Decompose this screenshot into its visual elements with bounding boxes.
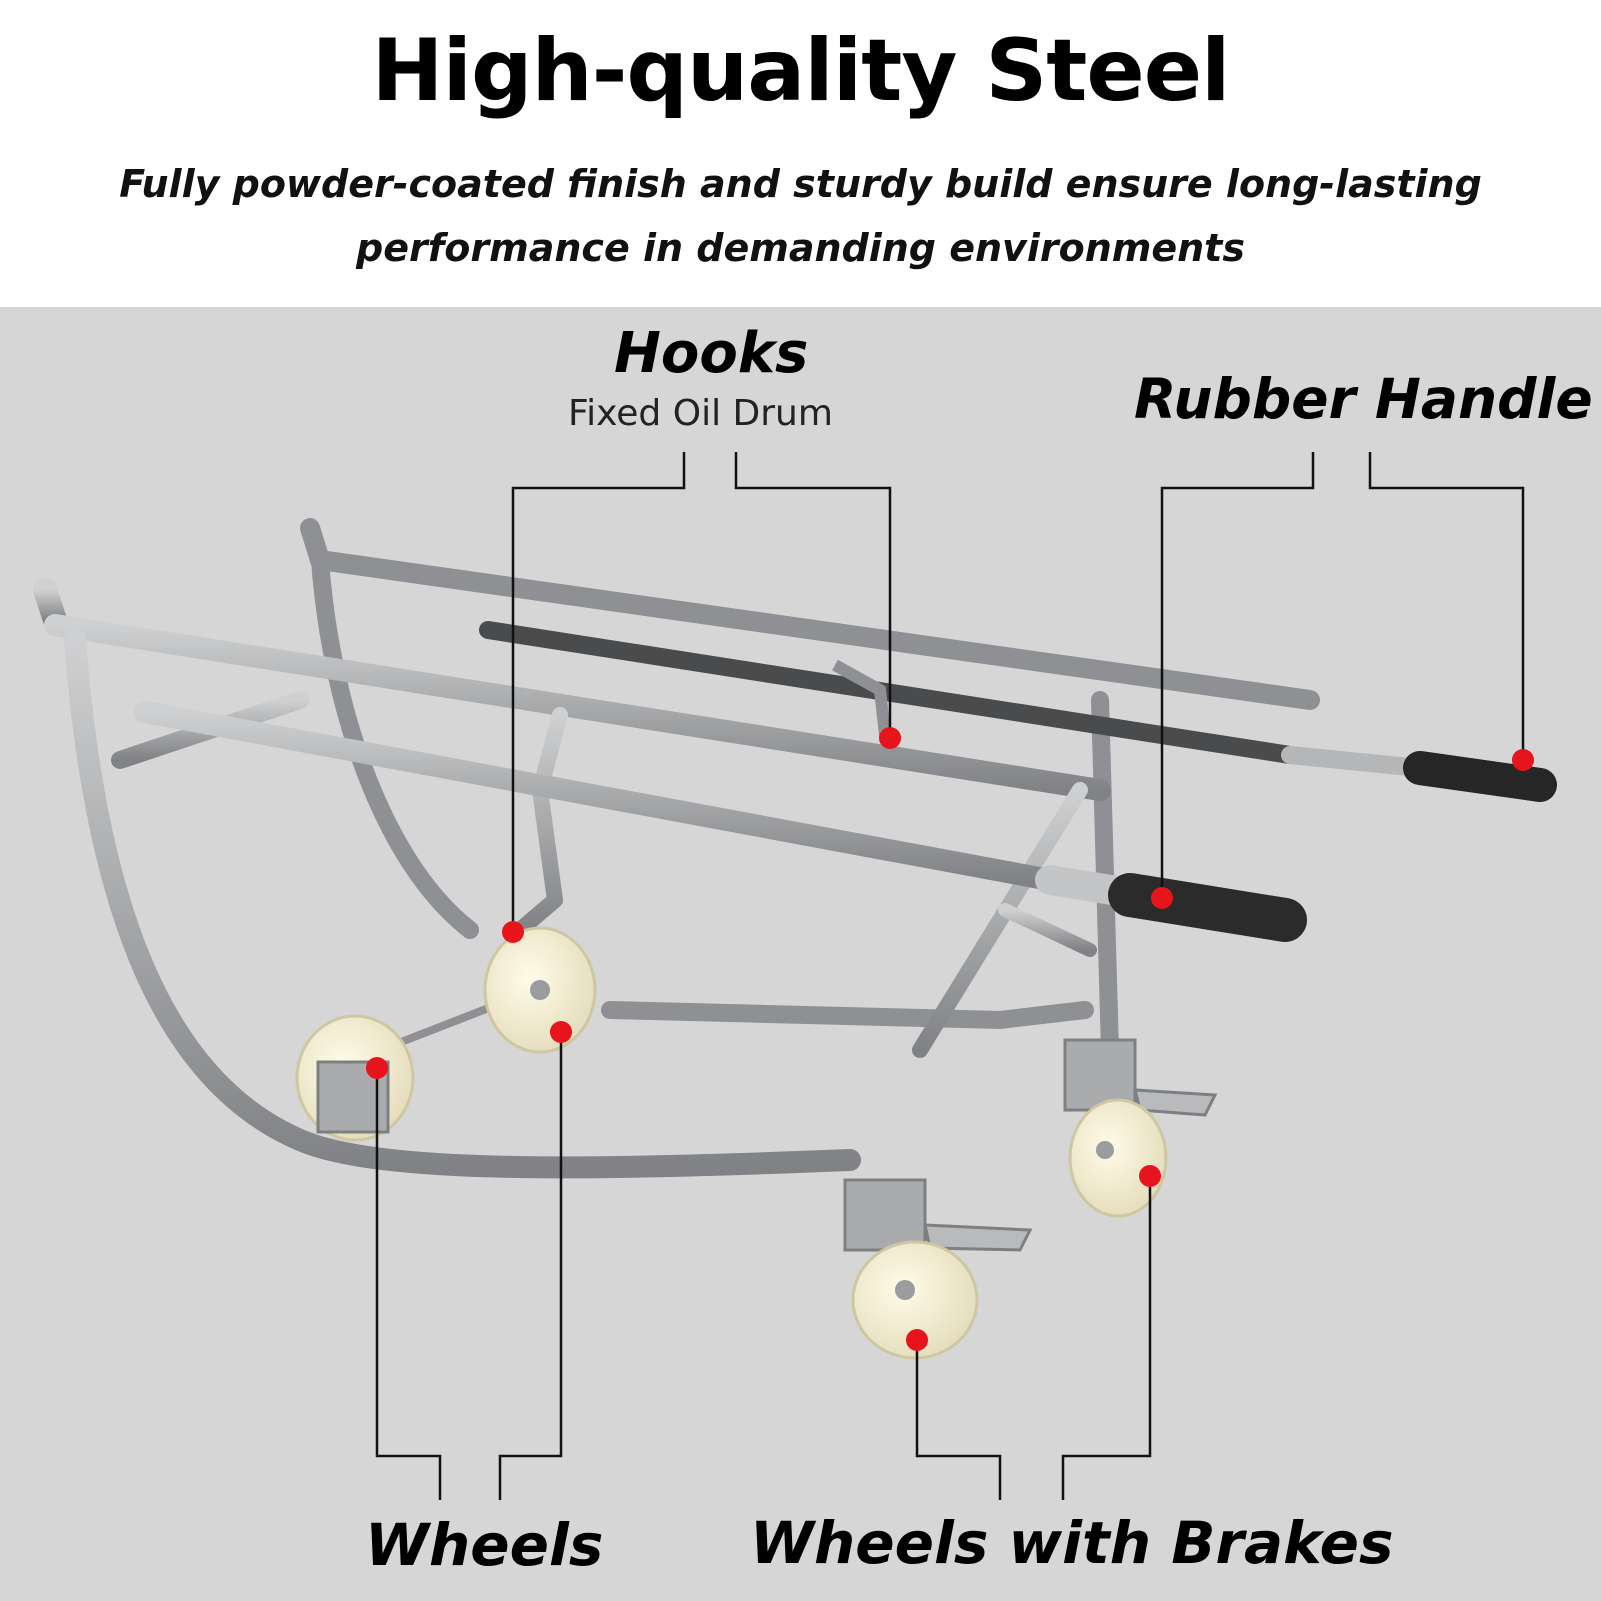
wheel-rear-right [483, 926, 597, 1054]
callout-lines [375, 452, 1525, 1500]
front-handle-rod [134, 701, 1307, 942]
marker-brake-back [1139, 1165, 1161, 1187]
product-photo-area [0, 307, 1601, 1601]
callout-wheels-label: Wheels [365, 1511, 604, 1579]
marker-wheel-right [550, 1021, 572, 1043]
marker-hook-front [502, 921, 524, 943]
wheel-rear-left [295, 1014, 415, 1142]
marker-handle-front [1151, 887, 1173, 909]
back-hook-icon [832, 659, 891, 736]
marker-brake-front [906, 1329, 928, 1351]
marker-handle-back [1512, 749, 1534, 771]
marker-wheel-left [366, 1057, 388, 1079]
caster-wheel-front [843, 1178, 1033, 1360]
caster-wheel-back [1063, 1038, 1218, 1218]
back-frame [300, 518, 1320, 1059]
callout-rubber-handle-label: Rubber Handle [1134, 367, 1593, 431]
callout-wheels-brakes-label: Wheels with Brakes [750, 1509, 1394, 1577]
callout-hooks-label: Hooks [614, 321, 809, 386]
page-title: High-quality Steel [371, 21, 1231, 121]
marker-hook-back [879, 727, 901, 749]
page-subtitle: Fully powder-coated finish and sturdy bu… [119, 162, 1482, 270]
header-band: High-quality Steel Fully powder-coated f… [0, 0, 1601, 307]
callout-markers [366, 727, 1534, 1351]
front-frame [33, 578, 1111, 1191]
callout-hooks-description: Fixed Oil Drum [568, 393, 833, 434]
